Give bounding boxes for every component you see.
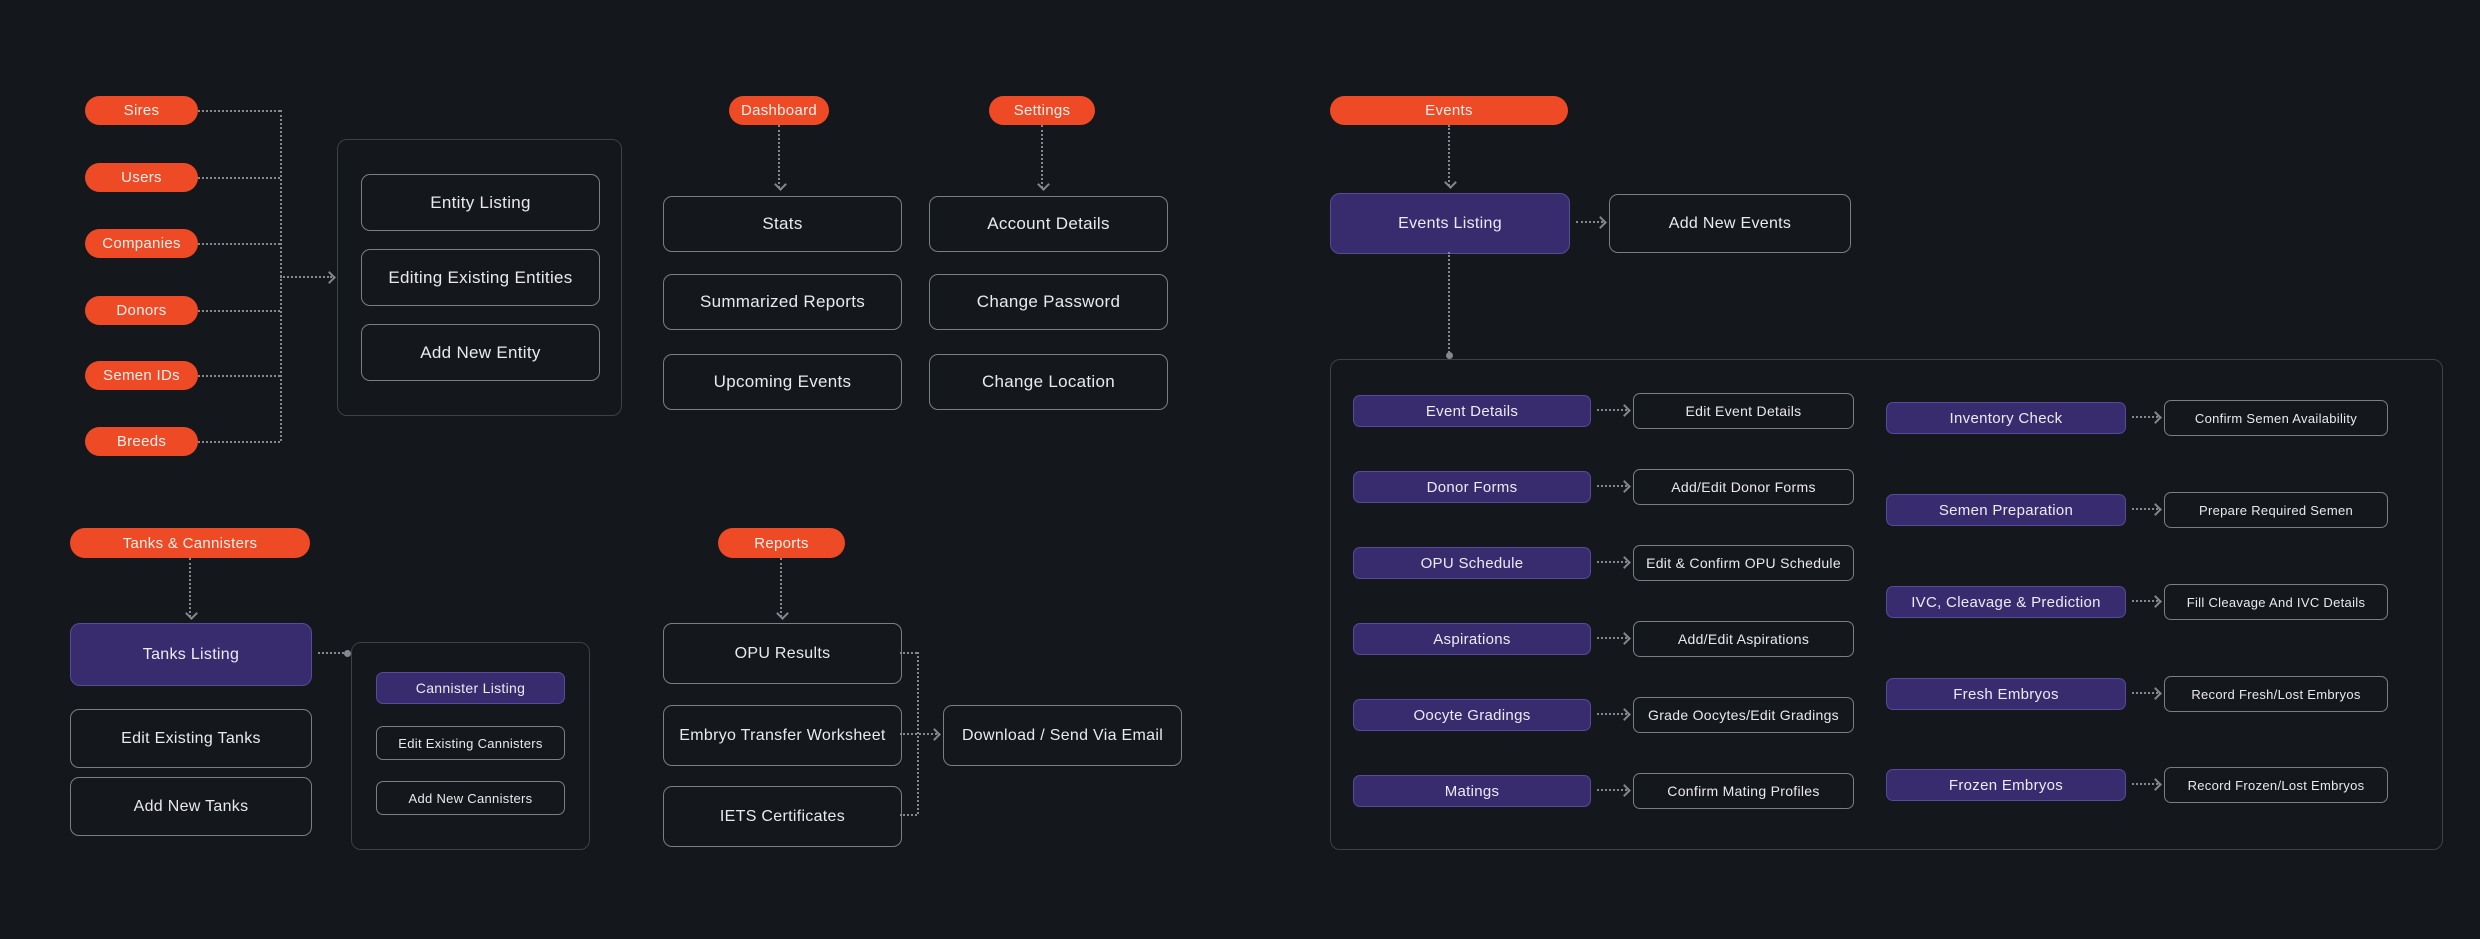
node-edit-existing-tanks[interactable]: Edit Existing Tanks (70, 709, 312, 768)
node-events[interactable]: Events (1330, 96, 1568, 125)
node-edit-confirm-opu-schedule[interactable]: Edit & Confirm OPU Schedule (1633, 545, 1854, 581)
connector-opu-results-stub (900, 652, 917, 654)
node-opu-results[interactable]: OPU Results (663, 623, 902, 684)
node-aspirations[interactable]: Aspirations (1353, 623, 1591, 655)
connector-matings (1597, 789, 1627, 791)
node-fill-cleavage-ivc-details[interactable]: Fill Cleavage And IVC Details (2164, 584, 2388, 620)
connector-tanks-down (189, 558, 191, 617)
node-editing-existing-entities[interactable]: Editing Existing Entities (361, 249, 600, 306)
connector-ivc-cleavage (2132, 600, 2158, 602)
node-companies[interactable]: Companies (85, 229, 198, 258)
connector-opu-schedule (1597, 561, 1627, 563)
node-stats[interactable]: Stats (663, 196, 902, 252)
connector-donors (198, 310, 280, 312)
node-grade-oocytes[interactable]: Grade Oocytes/Edit Gradings (1633, 697, 1854, 733)
node-add-edit-aspirations[interactable]: Add/Edit Aspirations (1633, 621, 1854, 657)
node-users[interactable]: Users (85, 163, 198, 192)
connector-frozen-embryos (2132, 783, 2158, 785)
node-embryo-transfer-worksheet[interactable]: Embryo Transfer Worksheet (663, 705, 902, 766)
node-add-new-events[interactable]: Add New Events (1609, 194, 1851, 253)
node-record-frozen-lost-embryos[interactable]: Record Frozen/Lost Embryos (2164, 767, 2388, 803)
node-confirm-semen-availability[interactable]: Confirm Semen Availability (2164, 400, 2388, 436)
connector-dashboard-down (778, 125, 780, 188)
connector-reports-down (780, 558, 782, 617)
node-frozen-embryos[interactable]: Frozen Embryos (1886, 769, 2126, 801)
node-ivc-cleavage-prediction[interactable]: IVC, Cleavage & Prediction (1886, 586, 2126, 618)
node-edit-existing-cannisters[interactable]: Edit Existing Cannisters (376, 726, 565, 760)
node-oocyte-gradings[interactable]: Oocyte Gradings (1353, 699, 1591, 731)
node-prepare-required-semen[interactable]: Prepare Required Semen (2164, 492, 2388, 528)
connector-inventory-check (2132, 416, 2158, 418)
node-download-send-email[interactable]: Download / Send Via Email (943, 705, 1182, 766)
connector-aspirations (1597, 637, 1627, 639)
node-matings[interactable]: Matings (1353, 775, 1591, 807)
node-donors[interactable]: Donors (85, 296, 198, 325)
node-cannister-listing[interactable]: Cannister Listing (376, 672, 565, 704)
node-opu-schedule[interactable]: OPU Schedule (1353, 547, 1591, 579)
connector-download-arrow (900, 733, 937, 735)
connector-donor-forms (1597, 485, 1627, 487)
node-events-listing[interactable]: Events Listing (1330, 193, 1570, 254)
connector-iets-stub (900, 814, 917, 816)
node-dashboard[interactable]: Dashboard (729, 96, 829, 125)
node-breeds[interactable]: Breeds (85, 427, 198, 456)
node-add-new-cannisters[interactable]: Add New Cannisters (376, 781, 565, 815)
node-record-fresh-lost-embryos[interactable]: Record Fresh/Lost Embryos (2164, 676, 2388, 712)
connector-sires (198, 110, 280, 112)
node-account-details[interactable]: Account Details (929, 196, 1168, 252)
node-change-password[interactable]: Change Password (929, 274, 1168, 330)
node-add-new-tanks[interactable]: Add New Tanks (70, 777, 312, 836)
connector-events-down (1448, 125, 1450, 186)
node-sires[interactable]: Sires (85, 96, 198, 125)
node-donor-forms[interactable]: Donor Forms (1353, 471, 1591, 503)
connector-settings-down (1041, 125, 1043, 188)
connector-events-listing-to-frame (1446, 252, 1453, 359)
node-add-edit-donor-forms[interactable]: Add/Edit Donor Forms (1633, 469, 1854, 505)
node-entity-listing[interactable]: Entity Listing (361, 174, 600, 231)
connector-entities-arrow (280, 276, 332, 278)
connector-companies (198, 243, 280, 245)
node-reports[interactable]: Reports (718, 528, 845, 558)
connector-users (198, 177, 280, 179)
node-tanks-listing[interactable]: Tanks Listing (70, 623, 312, 686)
connector-event-details (1597, 409, 1627, 411)
node-summarized-reports[interactable]: Summarized Reports (663, 274, 902, 330)
connector-semen-ids (198, 375, 280, 377)
node-event-details[interactable]: Event Details (1353, 395, 1591, 427)
connector-oocyte-gradings (1597, 713, 1627, 715)
connector-events-listing-arrow (1576, 221, 1603, 223)
node-confirm-mating-profiles[interactable]: Confirm Mating Profiles (1633, 773, 1854, 809)
node-add-new-entity[interactable]: Add New Entity (361, 324, 600, 381)
node-change-location[interactable]: Change Location (929, 354, 1168, 410)
node-inventory-check[interactable]: Inventory Check (1886, 402, 2126, 434)
connector-semen-preparation (2132, 508, 2158, 510)
node-iets-certificates[interactable]: IETS Certificates (663, 786, 902, 847)
entity-actions-frame (337, 139, 622, 416)
events-detail-frame (1330, 359, 2443, 850)
connector-breeds (198, 441, 280, 443)
cannisters-frame (351, 642, 590, 850)
node-semen-ids[interactable]: Semen IDs (85, 361, 198, 390)
node-tanks-cannisters[interactable]: Tanks & Cannisters (70, 528, 310, 558)
node-upcoming-events[interactable]: Upcoming Events (663, 354, 902, 410)
node-fresh-embryos[interactable]: Fresh Embryos (1886, 678, 2126, 710)
node-edit-event-details[interactable]: Edit Event Details (1633, 393, 1854, 429)
connector-fresh-embryos (2132, 692, 2158, 694)
node-semen-preparation[interactable]: Semen Preparation (1886, 494, 2126, 526)
node-settings[interactable]: Settings (989, 96, 1095, 125)
connector-tanks-listing-arrow (318, 650, 351, 657)
